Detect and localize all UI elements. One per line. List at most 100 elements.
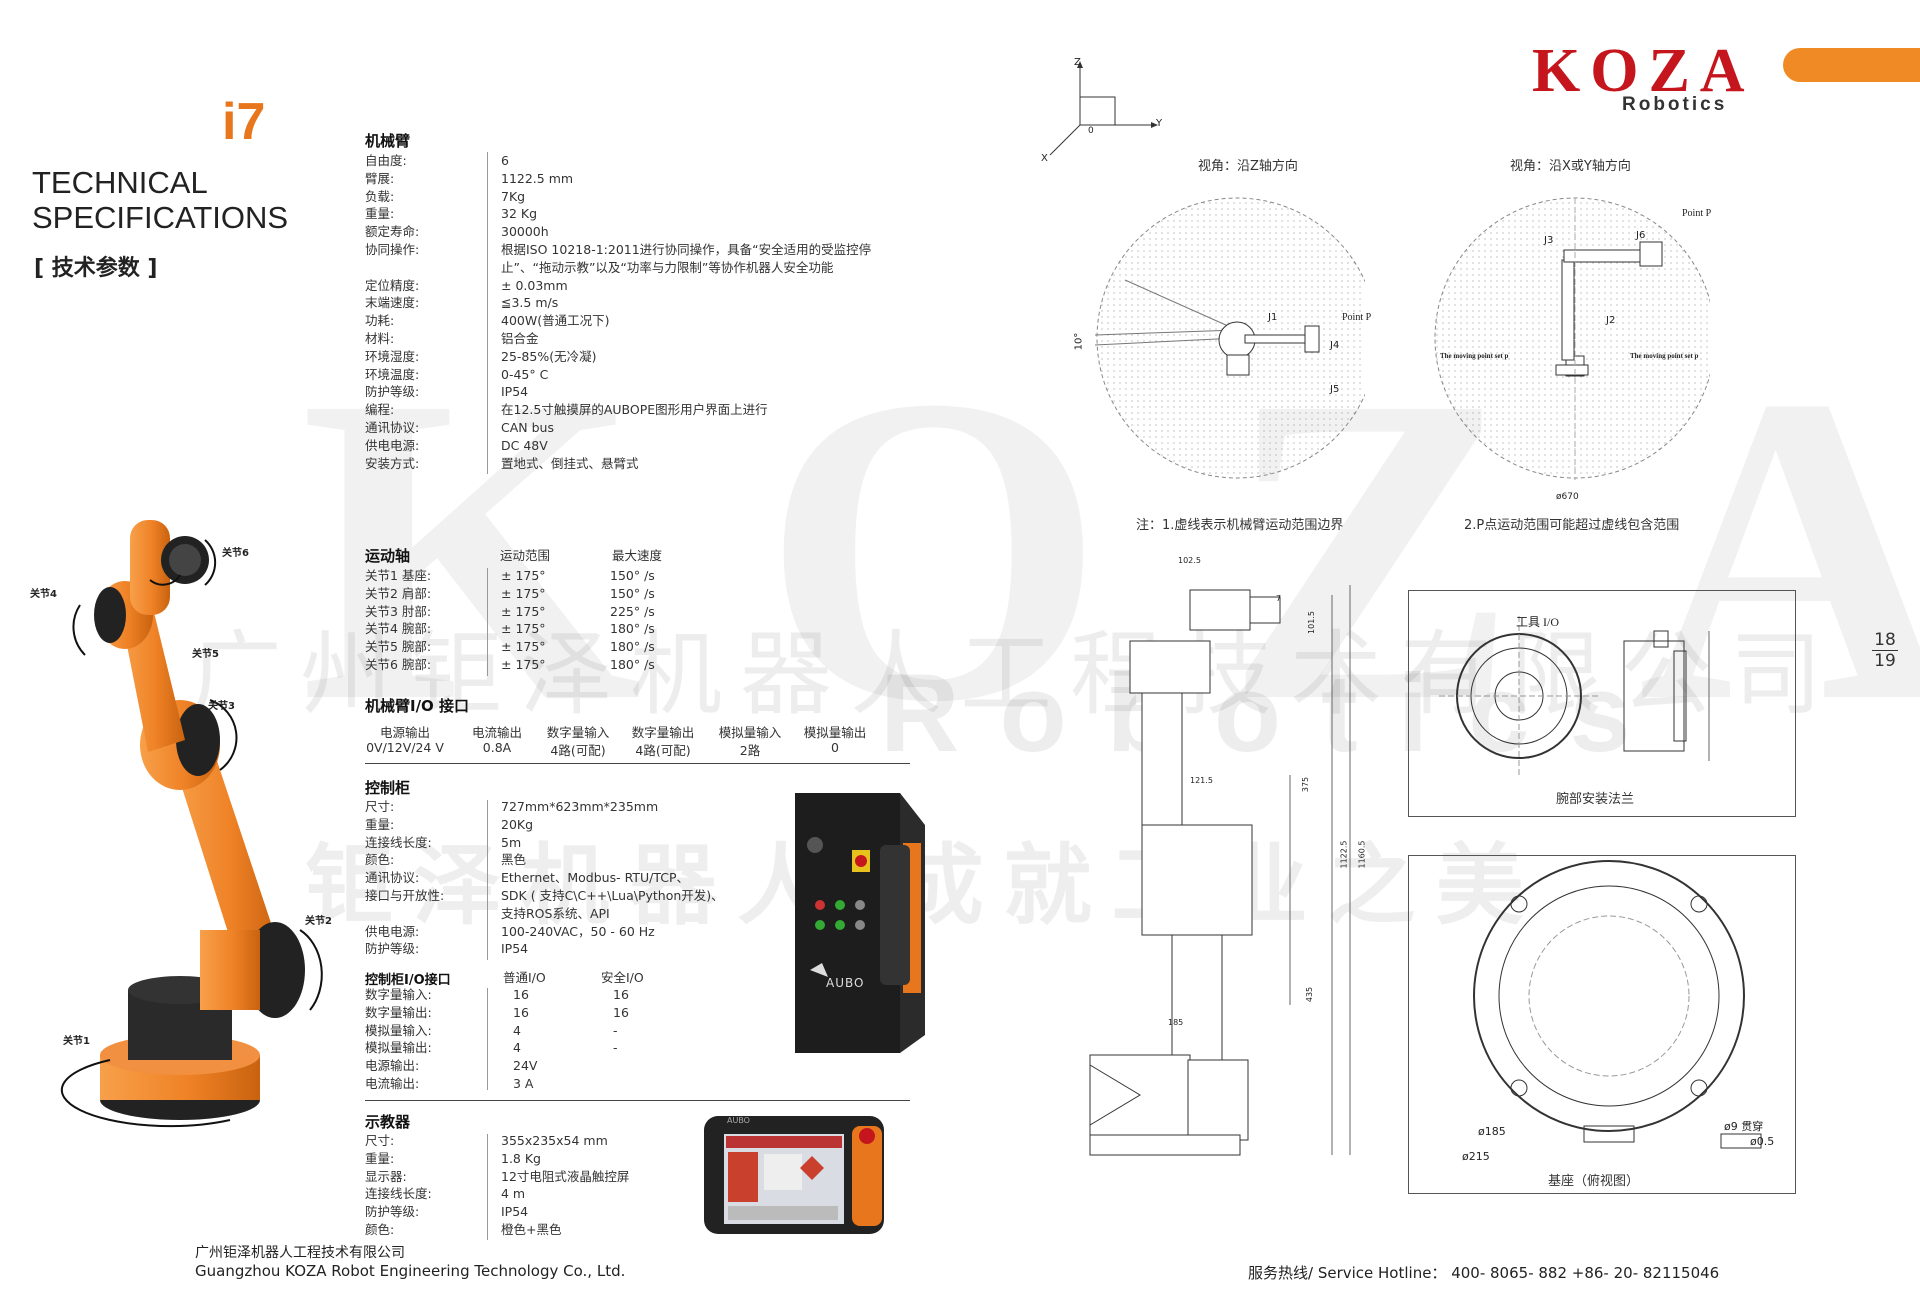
base-drawing-box xyxy=(1408,855,1796,1194)
joint-label-3: 关节3 xyxy=(208,701,235,712)
base-dim-hole: ø9 贯穿 xyxy=(1724,1120,1764,1133)
pendant-section-title: 示教器 xyxy=(365,1113,411,1131)
arm-spec-value: 6 xyxy=(501,153,509,168)
axis-range: ± 175° xyxy=(501,603,546,619)
axis-range: ± 175° xyxy=(501,585,546,601)
joint-label-1: 关节1 xyxy=(63,1036,90,1047)
cabinet-divider xyxy=(487,800,488,960)
cabinet-spec-value: SDK ( 支持C\C++\Lua\Python开发)、 xyxy=(501,888,724,903)
arm-spec-value: ≦3.5 m/s xyxy=(501,295,559,311)
axis-speed: 225° /s xyxy=(610,603,655,619)
cabinet-spec-label: 重量: xyxy=(365,816,395,832)
arm-spec-label: 安装方式: xyxy=(365,455,420,471)
axis-z-label: Z xyxy=(1074,57,1081,68)
pendant-spec-value: 橙色+黑色 xyxy=(501,1222,562,1237)
j5-label: J5 xyxy=(1330,384,1340,395)
dim-101-5: 101.5 xyxy=(1306,611,1316,634)
point-p-right: Point P xyxy=(1682,208,1712,219)
robot-arm-illustration xyxy=(60,520,323,1128)
arm-spec-value: 30000h xyxy=(501,224,549,240)
axis-label: 关节2 肩部: xyxy=(365,585,432,601)
axis-label: 关节4 腕部: xyxy=(365,621,432,637)
arm-spec-value: 32 Kg xyxy=(501,206,538,222)
arm-spec-label: 编程: xyxy=(365,402,395,418)
cabinet-spec-value: 黑色 xyxy=(501,852,527,868)
arm-io-value: 0.8A xyxy=(482,740,512,755)
cabinet-io-label: 模拟量输出: xyxy=(365,1040,432,1056)
cabinet-spec-value: 支持ROS系统、API xyxy=(501,905,610,921)
pendant-spec-value: 1.8 Kg xyxy=(501,1150,541,1166)
pendant-spec-label: 尺寸: xyxy=(365,1133,395,1148)
arm-io-header: 电源输出 xyxy=(379,725,430,740)
arm-spec-value: 25-85%(无冷凝) xyxy=(501,348,597,364)
teach-pendant-image xyxy=(704,1116,884,1234)
page-number-right: 19 xyxy=(1872,650,1898,671)
pendant-spec-label: 颜色: xyxy=(365,1222,395,1237)
flange-caption: 腕部安装法兰 xyxy=(1556,792,1635,807)
axes-section-title: 运动轴 xyxy=(365,547,411,565)
arm-spec-label: 环境湿度: xyxy=(365,348,420,364)
arm-spec-value: 7Kg xyxy=(501,188,526,204)
cabinet-spec-label: 颜色: xyxy=(365,852,395,868)
cabinet-io-safety: 16 xyxy=(613,987,629,1002)
pendant-spec-value: 355x235x54 mm xyxy=(501,1133,608,1148)
cabinet-io-safety: - xyxy=(613,1040,618,1056)
arm-spec-value: 1122.5 mm xyxy=(501,170,574,186)
arm-spec-label: 通讯协议: xyxy=(365,420,420,435)
joint-label-2: 关节2 xyxy=(305,916,332,927)
brand-logo: KOZA xyxy=(1532,37,1755,105)
section-rule-2 xyxy=(365,1100,910,1101)
cabinet-io-title: 控制柜I/O接口 xyxy=(365,973,451,988)
arm-spec-value: IP54 xyxy=(501,384,529,400)
cabinet-spec-value: IP54 xyxy=(501,941,529,957)
pendant-spec-label: 重量: xyxy=(365,1150,395,1166)
footer-hotline: 服务热线/ Service Hotline： 400- 8065- 882 +8… xyxy=(1248,1264,1720,1282)
arm-io-value: 2路 xyxy=(739,743,761,758)
cabinet-io-label: 数字量输出: xyxy=(365,1004,432,1020)
model-name: i7 xyxy=(222,93,266,151)
section-rule-1 xyxy=(365,763,910,764)
axis-label: 关节3 肘部: xyxy=(365,603,432,619)
cabinet-io-col1: 普通I/O xyxy=(503,970,546,985)
pendant-spec-value: 4 m xyxy=(501,1186,526,1202)
arm-spec-label: 额定寿命: xyxy=(365,224,420,240)
arm-spec-value: 0-45° C xyxy=(501,366,549,382)
axis-label: 关节1 基座: xyxy=(365,568,432,583)
axes-col-range: 运动范围 xyxy=(500,548,551,563)
watermark-company: 广州钜泽机器人工程技术有限公司 xyxy=(190,621,1841,728)
pendant-spec-value: IP54 xyxy=(501,1204,529,1220)
cabinet-io-normal: 3 A xyxy=(513,1076,534,1091)
view-xy-caption: 视角：沿X或Y轴方向 xyxy=(1510,159,1631,174)
j3-label: J3 xyxy=(1544,235,1554,246)
arm-spec-label: 防护等级: xyxy=(365,384,420,400)
axis-origin-label: 0 xyxy=(1088,126,1094,136)
moving-point-right: The moving point set p xyxy=(1630,352,1699,360)
j2-label: J2 xyxy=(1606,315,1616,326)
j4-label: J4 xyxy=(1330,340,1340,351)
axis-y-label: Y xyxy=(1156,118,1163,129)
cabinet-io-normal: 24V xyxy=(513,1058,538,1074)
reach-diagram-top-view xyxy=(1095,197,1365,479)
arm-spec-value: 置地式、倒挂式、悬臂式 xyxy=(501,455,639,471)
cabinet-spec-value: 20Kg xyxy=(501,816,534,832)
arm-spec-value: ± 0.03mm xyxy=(501,277,568,293)
joint-label-6: 关节6 xyxy=(222,548,249,559)
cabinet-io-safety: 16 xyxy=(613,1004,629,1020)
arm-io-header: 模拟量输入 xyxy=(718,725,782,740)
note-1: 注：1.虚线表示机械臂运动范围边界 xyxy=(1136,518,1344,533)
arm-spec-value: CAN bus xyxy=(501,420,554,435)
pendant-spec-label: 防护等级: xyxy=(365,1204,420,1220)
cabinet-spec-value: 100-240VAC，50 - 60 Hz xyxy=(501,923,655,939)
axis-speed: 150° /s xyxy=(610,585,655,601)
arm-spec-label: 臂展: xyxy=(365,170,395,186)
arm-io-header: 模拟量输出 xyxy=(803,725,867,740)
cabinet-io-normal: 4 xyxy=(513,1040,521,1056)
moving-point-left: The moving point set p xyxy=(1440,352,1509,360)
cabinet-spec-value: 727mm*623mm*235mm xyxy=(501,799,659,814)
cabinet-spec-label: 供电电源: xyxy=(365,923,420,939)
arm-spec-value: 400W(普通工况下) xyxy=(501,313,610,329)
title-cn: [ 技术参数 ] xyxy=(34,256,158,281)
arm-io-header: 数字量输出 xyxy=(631,725,695,740)
dim-1160-5: 1160.5 xyxy=(1357,840,1367,869)
